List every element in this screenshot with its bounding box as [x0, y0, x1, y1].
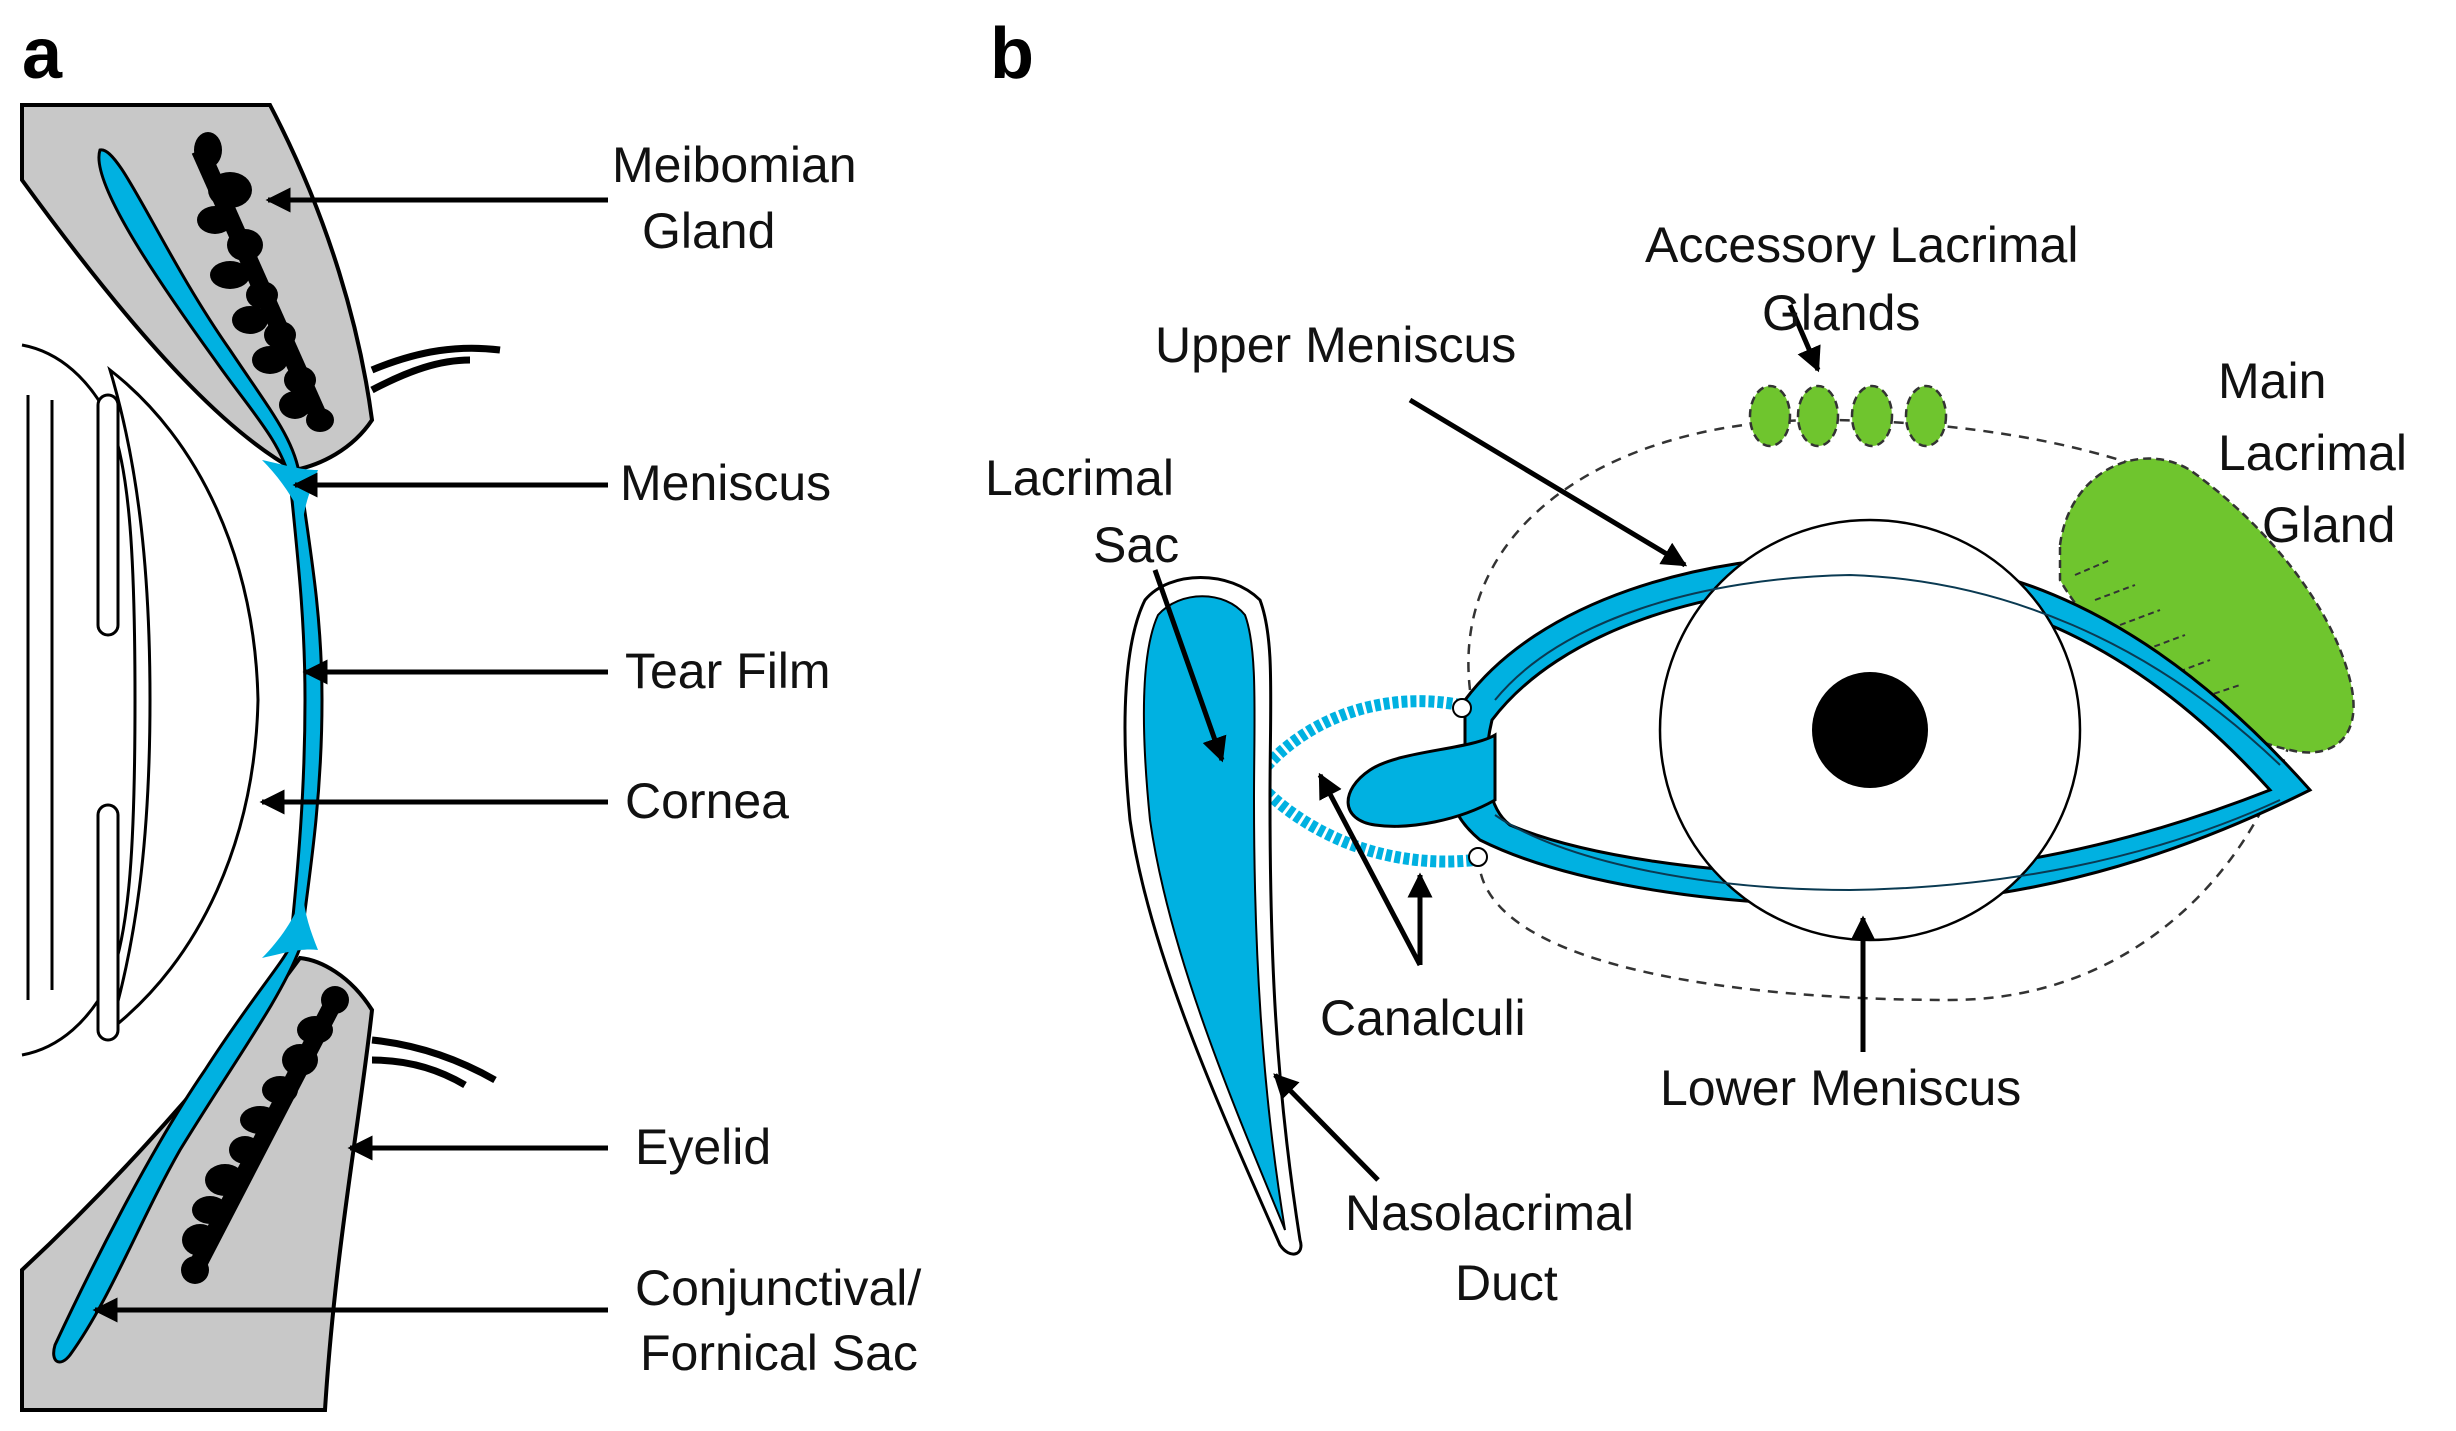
panel-a-diagram: [20, 103, 501, 1412]
eyelash-lower: [371, 1036, 497, 1089]
label-main-2: Lacrimal: [2218, 425, 2407, 481]
label-conjunctival-2: Fornical Sac: [640, 1325, 918, 1381]
label-main-1: Main: [2218, 353, 2326, 409]
canaliculi: [1250, 695, 1476, 868]
pupil[interactable]: [1812, 672, 1928, 788]
label-upper-meniscus: Upper Meniscus: [1155, 317, 1516, 373]
meibomian-gland-lower: [181, 986, 349, 1284]
label-tear-film: Tear Film: [625, 643, 831, 699]
panel-letter-a: a: [22, 14, 63, 94]
flow-arrows: [1494, 574, 2281, 891]
label-naso-2: Duct: [1455, 1255, 1558, 1311]
label-lower-meniscus: Lower Meniscus: [1660, 1060, 2021, 1116]
panel-b-arrows: [1152, 304, 1876, 1182]
label-cornea: Cornea: [625, 773, 789, 829]
panel-a-labels: Meibomian Gland Meniscus Tear Film Corne…: [612, 137, 921, 1381]
label-canalculi: Canalculi: [1320, 990, 1526, 1046]
meniscus-upper-bulge: [262, 460, 318, 520]
label-meibomian-2: Gland: [642, 203, 775, 259]
meniscus-lower-bulge: [262, 895, 318, 958]
label-meibomian-1: Meibomian: [612, 137, 857, 193]
panel-b-labels: Accessory Lacrimal Glands Upper Meniscus…: [985, 217, 2407, 1311]
label-main-3: Gland: [2262, 497, 2395, 553]
label-naso-1: Nasolacrimal: [1345, 1185, 1634, 1241]
meibomian-gland-upper: [191, 132, 334, 432]
label-accessory-1: Accessory Lacrimal: [1645, 217, 2078, 273]
lacrimal-sac[interactable]: [1142, 595, 1286, 1231]
label-eyelid: Eyelid: [635, 1119, 771, 1175]
iris-slot-lower: [96, 803, 120, 1042]
label-meniscus: Meniscus: [620, 455, 831, 511]
label-conjunctival-1: Conjunctival/: [635, 1260, 921, 1316]
caruncle: [1346, 732, 1497, 828]
label-sac-2: Sac: [1093, 517, 1179, 573]
iris-slot-upper: [96, 393, 120, 637]
panel-a-arrows: [92, 187, 608, 1323]
label-sac-1: Lacrimal: [985, 450, 1174, 506]
panel-b-diagram: [1123, 384, 2355, 1256]
label-accessory-2: Glands: [1762, 285, 1920, 341]
iris-upper: [26, 395, 54, 1000]
tear-film: [52, 148, 324, 1364]
eyelash-upper: [370, 344, 501, 394]
panel-letter-b: b: [990, 14, 1034, 94]
gland-ducts: [2074, 559, 2241, 701]
lower-eyelid: [20, 955, 375, 1412]
punctum-upper: [1452, 698, 1472, 718]
punctum-lower: [1468, 847, 1488, 867]
accessory-lacrimal-glands: [1748, 384, 1948, 448]
